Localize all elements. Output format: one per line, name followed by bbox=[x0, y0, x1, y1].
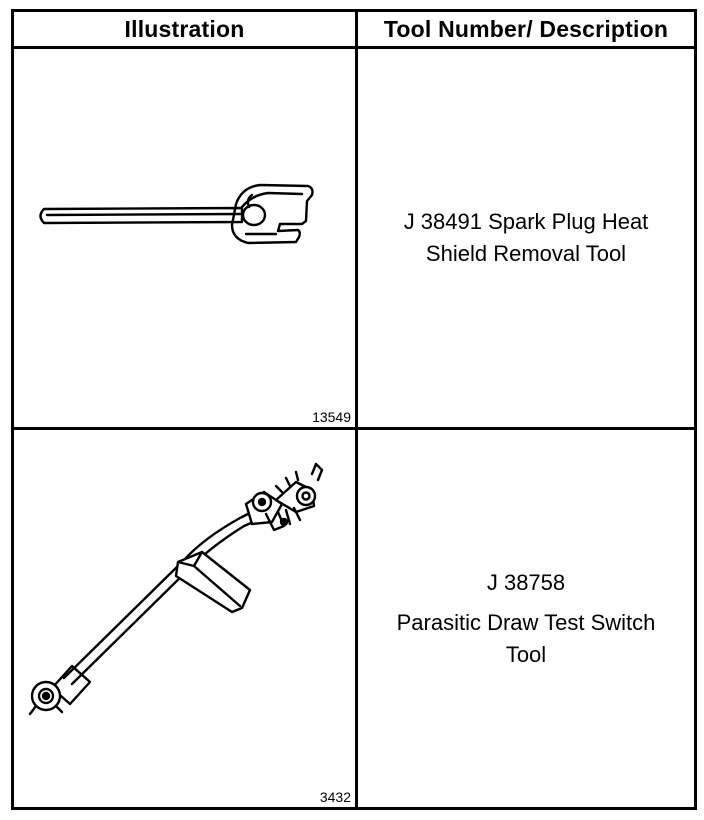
tool-description-cell: J 38491 Spark Plug Heat Shield Removal T… bbox=[355, 46, 697, 430]
figure-number: 13549 bbox=[312, 409, 351, 425]
illustration-column-header: Illustration bbox=[11, 9, 358, 49]
tool-description-line: J 38491 Spark Plug Heat bbox=[403, 209, 649, 234]
description-column-header: Tool Number/ Description bbox=[355, 9, 697, 49]
tool-description-line: Tool bbox=[505, 641, 547, 667]
tool-table-sheet: Illustration Tool Number/ Description bbox=[11, 9, 697, 810]
table-row: 3432 J 38758 Parasitic Draw Test Switch … bbox=[11, 427, 697, 810]
illustration-cell: 13549 bbox=[11, 46, 358, 430]
header-row: Illustration Tool Number/ Description bbox=[11, 9, 697, 49]
table-row: 13549 J 38491 Spark Plug Heat Shield Rem… bbox=[11, 46, 697, 430]
figure-number: 3432 bbox=[319, 789, 351, 805]
tool-description-line: Parasitic Draw Test Switch bbox=[396, 609, 656, 635]
parasitic-draw-test-switch-tool-icon bbox=[28, 462, 324, 716]
tool-description-line: Shield Removal Tool bbox=[425, 241, 627, 266]
tool-number: J 38758 bbox=[486, 569, 566, 595]
illustration-cell: 3432 bbox=[11, 427, 358, 810]
tool-description-cell: J 38758 Parasitic Draw Test Switch Tool bbox=[355, 427, 697, 810]
special-tools-table: Illustration Tool Number/ Description bbox=[11, 9, 697, 810]
spark-plug-heat-shield-removal-tool-icon bbox=[39, 183, 314, 245]
